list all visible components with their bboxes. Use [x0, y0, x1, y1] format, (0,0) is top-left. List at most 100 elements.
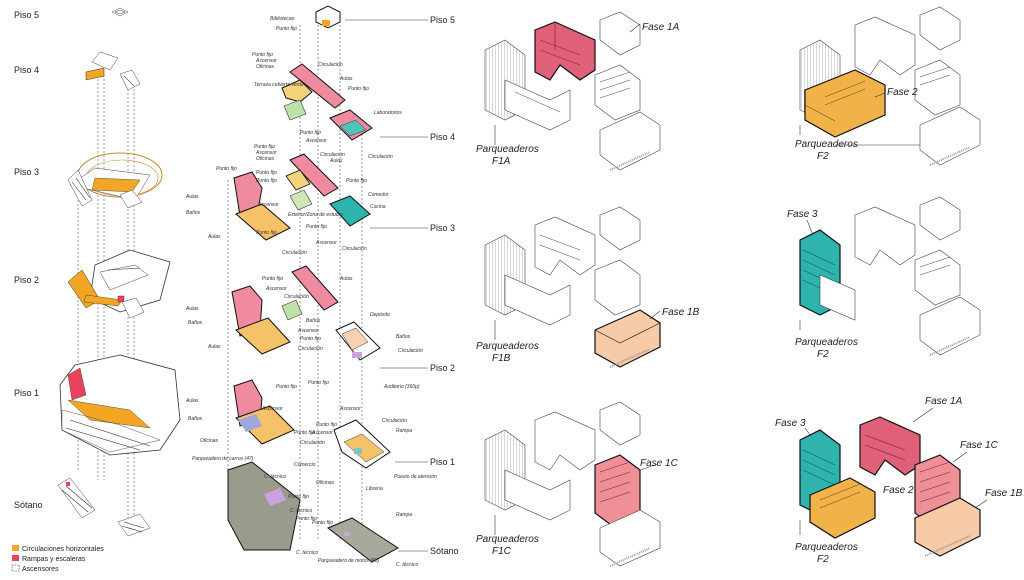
c2-label-banos: Baños — [186, 210, 201, 216]
c2-floor-label-4: Piso 4 — [430, 132, 455, 142]
c1-floor-label-4: Piso 4 — [14, 65, 39, 75]
label-parq-f2: F2 — [817, 349, 829, 360]
c2-label-ascensor: Ascensor — [261, 406, 283, 412]
label-parq-f1b: F1B — [492, 353, 511, 364]
c2-label-punto-fijo: Punto fijo — [256, 178, 277, 184]
label-parq-f1a: F1A — [492, 156, 511, 167]
c2-label-oficinas: Oficinas — [256, 156, 275, 162]
c2-label-circulacion: Circulación — [342, 246, 367, 252]
c2-label-parq-motos: Parqueadero de motos (85) — [318, 558, 379, 564]
label-fase-3: Fase 3 — [775, 418, 806, 429]
c2-label-banos: Baños — [188, 416, 203, 422]
c1-floor2-plan — [67, 249, 171, 319]
c2-label-punto-fijo: Punto fijo — [256, 230, 277, 236]
c2-label-circulacion: Circulación — [320, 152, 345, 158]
c2-label-banos: Baños — [306, 318, 321, 324]
c2-label-terraza: Terraza cubierta verde — [254, 82, 304, 88]
c2-label-punto-fijo: Punto fijo — [308, 380, 329, 386]
c2-label-circulacion: Circulación — [398, 348, 423, 354]
c2-label-ascensor: Ascensor — [255, 150, 277, 156]
label-fase-1c: Fase 1C — [960, 440, 999, 451]
c2-label-c-tecnico: C. técnico — [290, 508, 312, 514]
c2-label-aulas: Aulas — [207, 234, 221, 240]
c2-label-aulas: Aulas — [185, 306, 199, 312]
phase-panel-2: Fase 2 Parqueaderos F2 — [795, 6, 981, 166]
c2-label-laboratorios: Laboratorios — [374, 110, 402, 116]
c2-label-circulacion: Circulación — [368, 154, 393, 160]
c2-label-ascensor: Ascensor — [257, 202, 279, 208]
c2-label-punto-fijo: Punto fijo — [316, 422, 337, 428]
c2-label-punto-fijo: Punto fijo — [346, 178, 367, 184]
c1-floor5-plan — [111, 7, 129, 17]
label-parqueaderos: Parqueaderos — [476, 144, 539, 155]
c2-label-punto-fijo: Punto fijo — [276, 384, 297, 390]
c2-label-circulacion: Circulación — [318, 62, 343, 68]
c2-floor4-plan — [281, 63, 373, 141]
c2-label-libreria: Librería — [366, 486, 383, 492]
c2-label-aulas: Aulas — [339, 76, 353, 82]
c2-label-c-tecnico: C. técnico — [264, 474, 286, 480]
label-fase-1a: Fase 1A — [925, 396, 963, 407]
c2-label-punto-fijo: Punto fijo — [296, 516, 317, 522]
label-fase-2: Fase 2 — [883, 485, 914, 496]
c2-label-aulas: Aulas — [207, 344, 221, 350]
c2-label-punto-fijo: Punto fijo — [262, 276, 283, 282]
c2-label-comercio: Comercio — [294, 462, 316, 468]
c2-floor5-plan — [315, 5, 341, 29]
label-fase-1b: Fase 1B — [985, 488, 1023, 499]
c1-floor3-plan — [67, 152, 163, 209]
label-parq-f1c: F1C — [492, 546, 512, 557]
c2-label-banos: Baños — [396, 334, 411, 340]
c2-label-exterior: Exterior/Zona de estudio — [288, 212, 343, 218]
c2-label-oficinas: Oficinas — [316, 480, 335, 486]
legend-label-horizontal: Circulaciones horizontales — [22, 546, 104, 553]
c2-label-punto-fijo: Punto fijo — [306, 224, 327, 230]
label-fase-2: Fase 2 — [887, 87, 918, 98]
c2-label-c-tecnico: C. técnico — [396, 562, 418, 568]
phase-panel-1b: Fase 1B Parqueaderos F1B — [476, 206, 700, 368]
c2-label-circulacion: Circulación — [298, 346, 323, 352]
c2-label-ascensor: Ascensor — [305, 138, 327, 144]
c2-label-oficinas: Oficinas — [200, 438, 219, 444]
c2-label-punto-fijo: Punto fijo — [254, 144, 275, 150]
legend: Circulaciones horizontales Rampas y esca… — [11, 545, 104, 573]
c2-label-cocina: Cocina — [370, 204, 386, 210]
c1-floor-label-1: Piso 1 — [14, 388, 39, 398]
column1: Piso 5 Piso 4 Piso 3 Piso 2 Piso 1 Sótan… — [11, 7, 181, 573]
c2-floor3-plan — [233, 153, 371, 241]
c2-label-punto-fijo: Punto fijo — [252, 52, 273, 58]
c2-label-punto-fijo: Punto fijo — [300, 130, 321, 136]
c2-label-rampa: Rampa — [396, 428, 412, 434]
c2-label-punto-fijo: Punto fijo — [216, 166, 237, 172]
c2-label-puesto: Puesto de atención — [394, 474, 437, 480]
c2-label-ascensor: Ascensor — [315, 240, 337, 246]
phase-panel-combined: Fase 1A Fase 1C Fase 1B Fase 2 Fase 3 Pa… — [775, 396, 1023, 565]
c2-floor-label-2: Piso 2 — [430, 363, 455, 373]
c2-label-parq-carros: Parqueadero de carros (47) — [192, 456, 254, 462]
c2-floor1-plan — [233, 379, 391, 469]
c2-label-ascensor: Ascensor — [255, 58, 277, 64]
c2-label-auditorio: Auditorio (360p) — [383, 384, 420, 390]
label-parqueaderos: Parqueaderos — [476, 341, 539, 352]
c2-label-rampa: Rampa — [396, 512, 412, 518]
c2-label-ascensor: Ascensor — [297, 328, 319, 334]
label-parq-f2: F2 — [817, 151, 829, 162]
c2-floor-label-5: Piso 5 — [430, 15, 455, 25]
c2-label-aulas: Aulas — [339, 276, 353, 282]
label-fase-1b: Fase 1B — [662, 307, 700, 318]
legend-label-elevators: Ascensores — [22, 566, 59, 573]
label-parqueaderos: Parqueaderos — [795, 337, 858, 348]
c2-label-aulas: Aulas — [329, 158, 343, 164]
phase-panel-1c: Fase 1C Parqueaderos F1C — [476, 401, 679, 567]
c2-label-circulacion: Circulación — [382, 418, 407, 424]
c2-label-ascensor: Ascensor — [311, 430, 333, 436]
label-parqueaderos: Parqueaderos — [795, 542, 858, 553]
c2-label-ascensor: Ascensor — [339, 406, 361, 412]
c2-floor-label-1: Piso 1 — [430, 457, 455, 467]
label-parqueaderos: Parqueaderos — [795, 139, 858, 150]
c1-floor1-plan — [59, 354, 181, 456]
legend-label-ramps: Rampas y escaleras — [22, 556, 86, 563]
legend-swatch-ramps — [12, 555, 19, 561]
label-parq-f2: F2 — [817, 554, 829, 565]
